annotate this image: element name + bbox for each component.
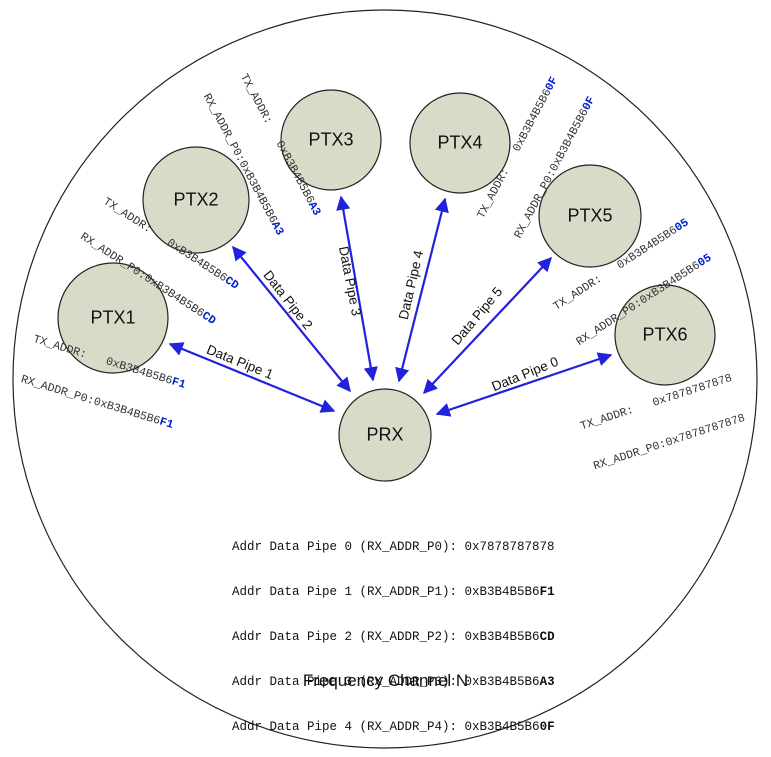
pipe-address-table: Addr Data Pipe 0 (RX_ADDR_P0): 0x7878787… (232, 510, 555, 757)
ptx1-label: PTX1 (90, 307, 136, 328)
pipe-address-row: Addr Data Pipe 0 (RX_ADDR_P0): 0x7878787… (232, 540, 555, 554)
ptx1-node-circle (57, 262, 169, 374)
ptx5-node-circle (538, 164, 642, 268)
ptx5-label: PTX5 (567, 205, 613, 226)
pipe-address-row: Addr Data Pipe 2 (RX_ADDR_P2): 0xB3B4B5B… (232, 630, 555, 644)
ptx2-node-circle (142, 146, 250, 254)
data-pipe-2-arrow (232, 245, 351, 393)
ptx4-node-circle (409, 92, 511, 194)
ptx2-label: PTX2 (173, 189, 219, 210)
pipe-address-row: Addr Data Pipe 3 (RX_ADDR_P3): 0xB3B4B5B… (232, 675, 555, 689)
prx-label: PRX (366, 424, 404, 445)
ptx4-label: PTX4 (437, 132, 483, 153)
ptx6-node-circle (614, 284, 716, 386)
data-pipe-3-arrow (336, 195, 378, 382)
data-pipe-4-arrow (395, 197, 449, 383)
prx-node-circle (338, 388, 432, 482)
data-pipe-0-arrow (435, 352, 613, 417)
ptx6-label: PTX6 (642, 324, 688, 345)
pipe-address-row: Addr Data Pipe 1 (RX_ADDR_P1): 0xB3B4B5B… (232, 585, 555, 599)
pipe-address-row: Addr Data Pipe 4 (RX_ADDR_P4): 0xB3B4B5B… (232, 720, 555, 734)
ptx3-label: PTX3 (308, 129, 354, 150)
ptx3-node-circle (280, 89, 382, 191)
frequency-channel-title: Frequency Channel N (302, 671, 469, 690)
